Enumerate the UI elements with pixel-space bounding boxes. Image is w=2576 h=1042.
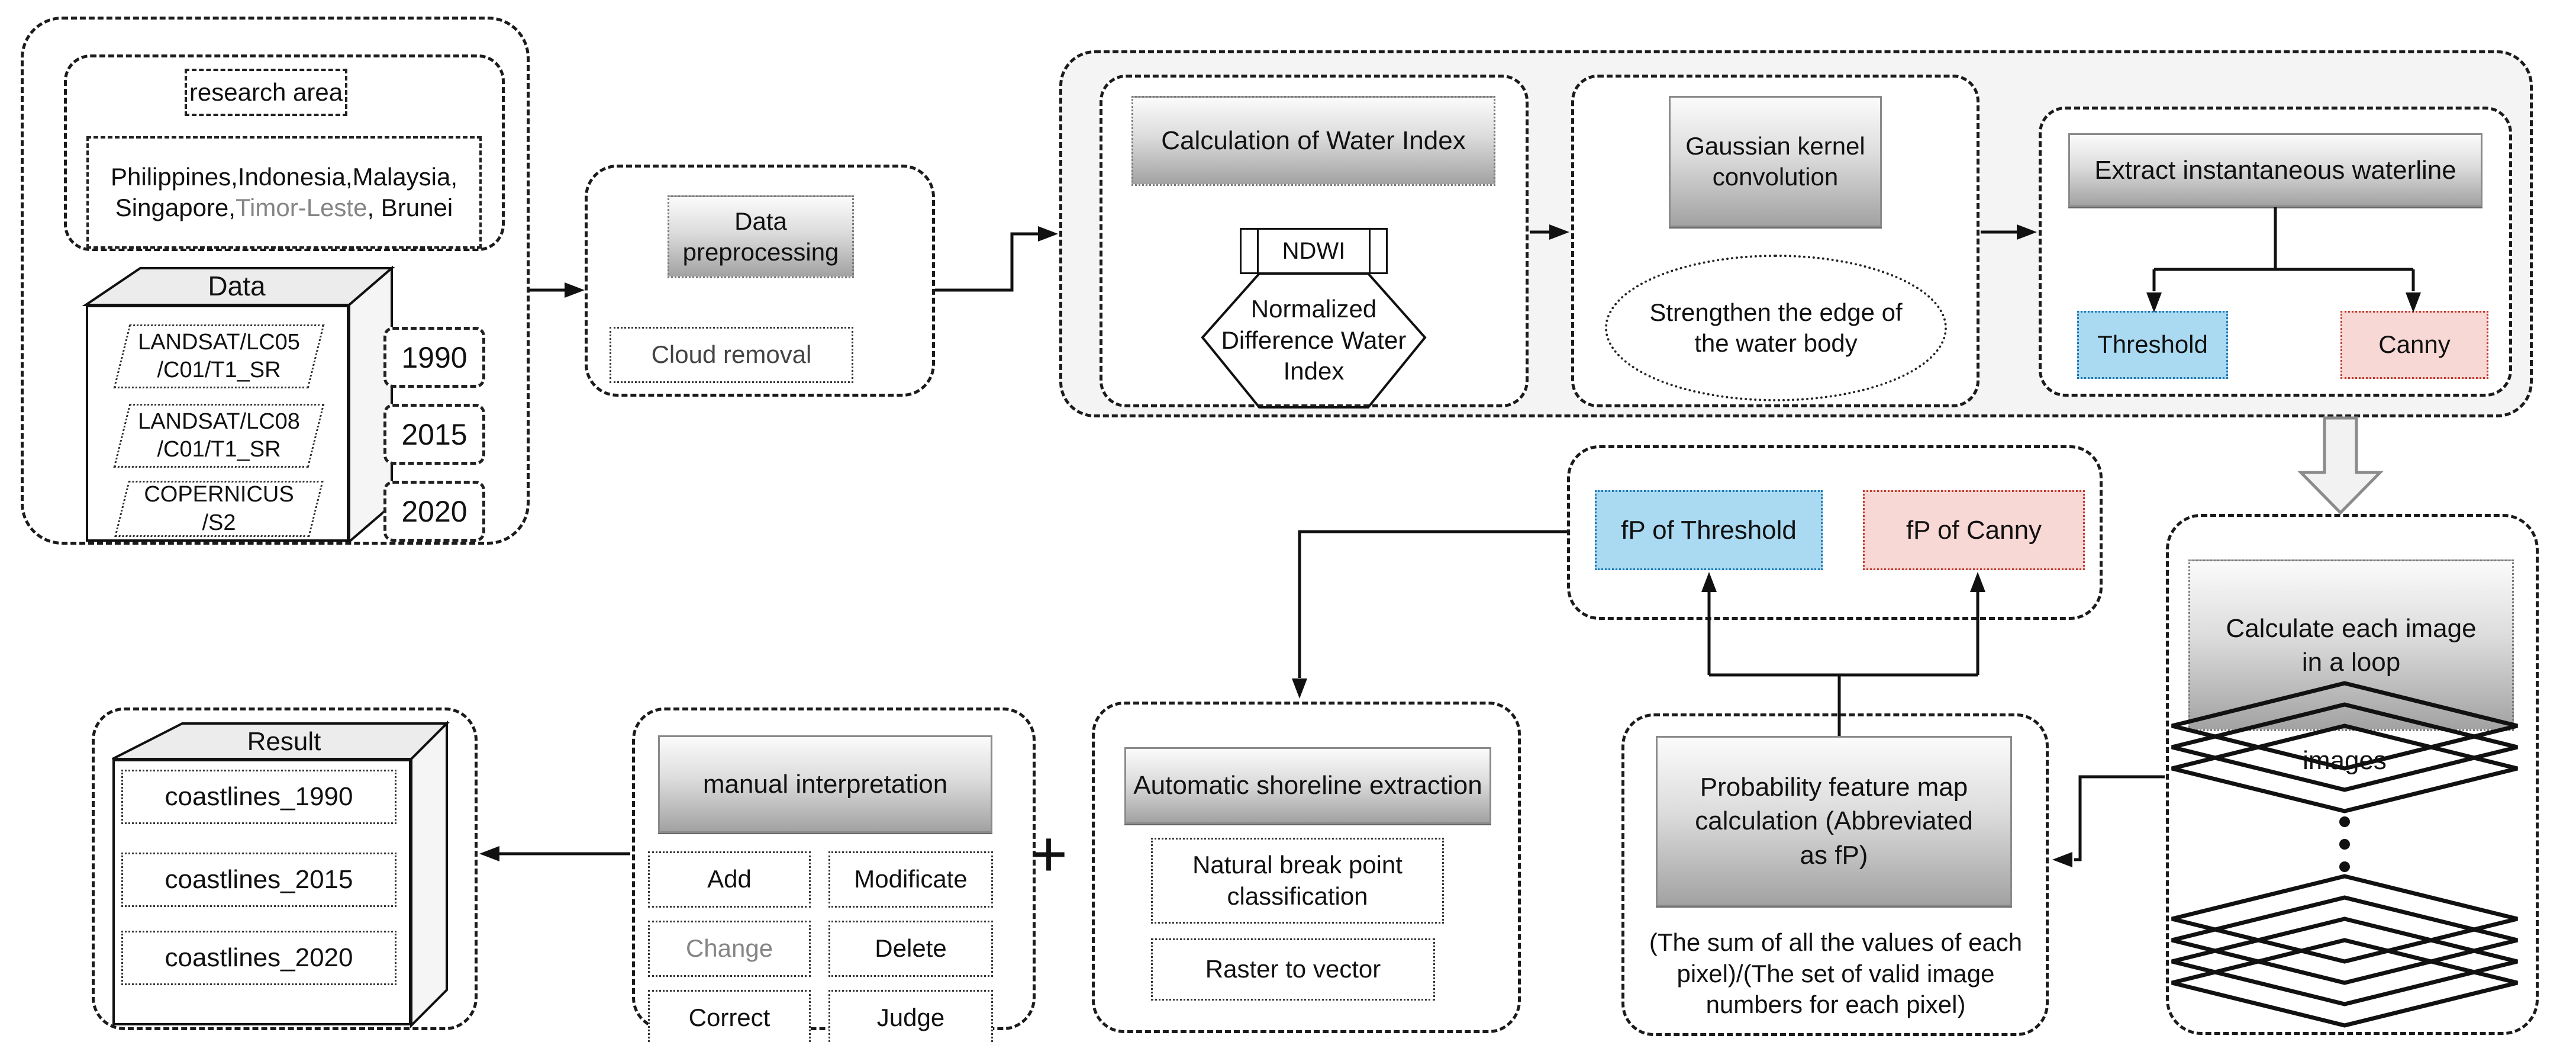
action-add-box: Add — [648, 851, 811, 908]
images-label: images — [2303, 746, 2387, 776]
action-judge-box: Judge — [828, 990, 993, 1042]
countries-timor-leste: Timor-Leste — [235, 194, 367, 221]
shoreline-title-box: Automatic shoreline extraction — [1124, 747, 1491, 824]
water-index-title-box: Calculation of Water Index — [1131, 96, 1495, 186]
ndwi-left-bar — [1257, 230, 1259, 272]
preprocessing-container — [585, 165, 935, 397]
ndwi-hexagon-label: Normalized Difference Water Index — [1221, 295, 1407, 385]
action-delete-box: Delete — [828, 921, 993, 977]
data-layer-landsat8: LANDSAT/LC08 /C01/T1_SR — [113, 404, 325, 468]
year-box-1990: 1990 — [383, 327, 485, 388]
research-area-label: research area — [189, 78, 343, 106]
raster-to-vector-box: Raster to vector — [1151, 938, 1435, 1001]
canny-box: Canny — [2340, 311, 2488, 379]
data-layer-copernicus: COPERNICUS /S2 — [114, 481, 324, 537]
cloud-removal-box: Cloud removal — [610, 327, 853, 383]
probability-formula: (The sum of all the values of each pixel… — [1649, 928, 2023, 1019]
fp-threshold-box: fP of Threshold — [1595, 490, 1823, 570]
action-change-box: Change — [648, 921, 811, 977]
year-box-2015: 2015 — [383, 404, 485, 465]
countries-box: Philippines,Indonesia,Malaysia, Singapor… — [86, 136, 482, 249]
data-cube-title: Data — [208, 271, 266, 302]
coastlines-1990-box: coastlines_1990 — [121, 770, 396, 824]
research-area-box: research area — [185, 69, 347, 116]
gaussian-title-box: Gaussian kernel convolution — [1669, 96, 1882, 227]
research-area-container — [64, 54, 505, 251]
loop-container — [2166, 514, 2539, 1035]
strengthen-edge-ellipse: Strengthen the edge of the water body — [1605, 255, 1947, 401]
result-container — [92, 707, 478, 1030]
loop-title-box: Calculate each image in a loop — [2188, 559, 2514, 731]
hollow-down-arrow — [2297, 416, 2384, 515]
action-correct-box: Correct — [648, 990, 811, 1042]
countries-line2: Singapore,Timor-Leste, Brunei — [115, 194, 453, 221]
action-modificate-box: Modificate — [828, 851, 993, 908]
coastlines-2020-box: coastlines_2020 — [121, 931, 396, 985]
plus-sign: + — [1029, 817, 1068, 890]
manual-title-box: manual interpretation — [658, 735, 992, 833]
threshold-box: Threshold — [2077, 311, 2228, 379]
fp-canny-box: fP of Canny — [1863, 490, 2085, 570]
data-layer-landsat5: LANDSAT/LC05 /C01/T1_SR — [113, 324, 325, 388]
shoreline-container — [1092, 702, 1521, 1033]
year-box-2020: 2020 — [383, 481, 485, 542]
countries-line1: Philippines,Indonesia,Malaysia, — [110, 162, 457, 191]
coastlines-2015-box: coastlines_2015 — [121, 853, 396, 907]
ndwi-right-bar — [1369, 230, 1371, 272]
fp-container — [1567, 445, 2103, 620]
natural-break-box: Natural break point classification — [1151, 838, 1444, 924]
extract-waterline-title-box: Extract instantaneous waterline — [2068, 133, 2482, 207]
preprocessing-title-box: Data preprocessing — [668, 195, 854, 278]
input-group-container — [21, 17, 530, 545]
probability-container — [1621, 713, 2049, 1036]
result-cube-title: Result — [247, 727, 321, 757]
probability-title-box: Probability feature map calculation (Abb… — [1656, 736, 2012, 906]
ndwi-tag: NDWI — [1240, 228, 1388, 274]
